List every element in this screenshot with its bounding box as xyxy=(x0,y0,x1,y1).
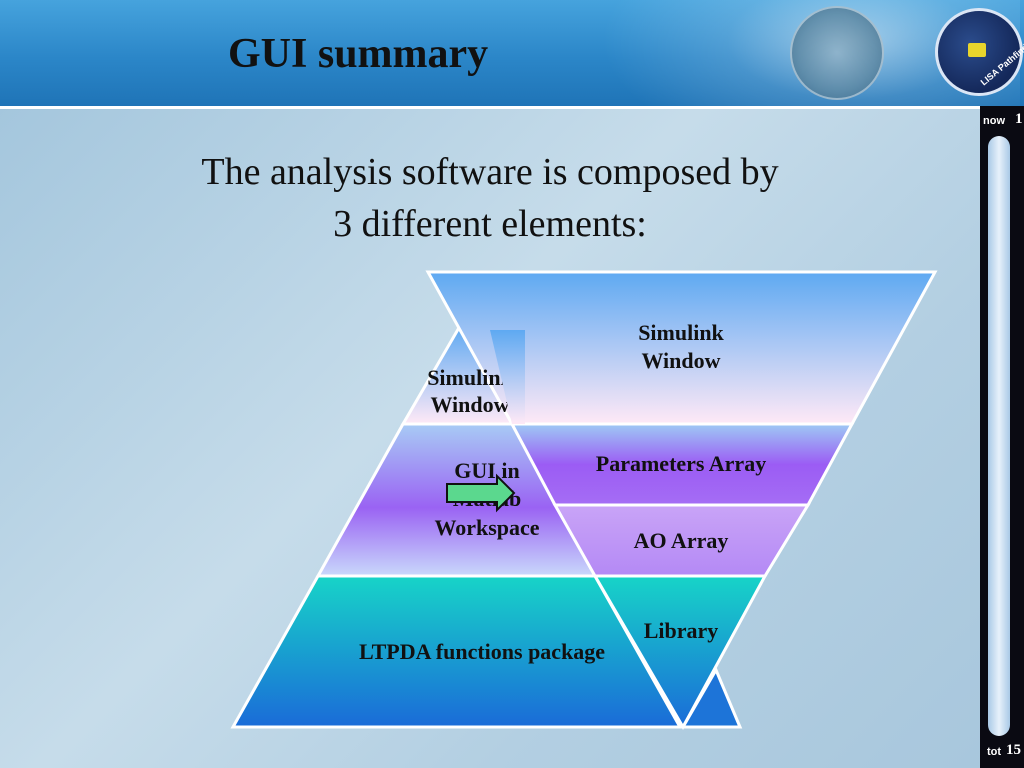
right-bottom-section xyxy=(592,574,768,731)
now-label: now xyxy=(983,115,1005,127)
ao-array-label: AO Array xyxy=(634,528,729,553)
left-bottom-label: LTPDA functions package xyxy=(359,639,605,664)
tot-label: tot xyxy=(987,746,1002,758)
library-label: Library xyxy=(644,618,719,643)
left-middle-label-line-1: GUI in xyxy=(454,458,519,483)
left-bottom-section xyxy=(230,574,683,729)
right-top-label-line-1: Simulink xyxy=(638,320,724,345)
slide-subtitle: The analysis software is composed by 3 d… xyxy=(130,146,850,250)
header-bar: GUI summary LISA Pathfinder xyxy=(0,0,1024,109)
tot-value: 15 xyxy=(1006,742,1021,758)
university-seal-icon xyxy=(790,6,884,100)
right-bottom-corner xyxy=(680,666,743,729)
right-arrow-icon xyxy=(446,473,516,513)
progress-track[interactable] xyxy=(988,136,1010,736)
parameters-array-label: Parameters Array xyxy=(596,451,766,476)
slide-title: GUI summary xyxy=(228,31,489,77)
slide-progress-sidebar xyxy=(980,106,1024,768)
left-top-label-line-2: Window xyxy=(430,392,509,417)
logo-spacecraft-icon xyxy=(968,43,986,57)
right-pyramid-overlap-mask xyxy=(490,330,525,424)
right-top-label-line-2: Window xyxy=(641,348,720,373)
subtitle-line-2: 3 different elements: xyxy=(333,203,647,245)
left-middle-label-line-3: Workspace xyxy=(434,515,539,540)
now-value: 1 xyxy=(1015,111,1023,127)
subtitle-line-1: The analysis software is composed by xyxy=(201,151,779,193)
lisa-pathfinder-logo-icon: LISA Pathfinder xyxy=(935,8,1024,96)
